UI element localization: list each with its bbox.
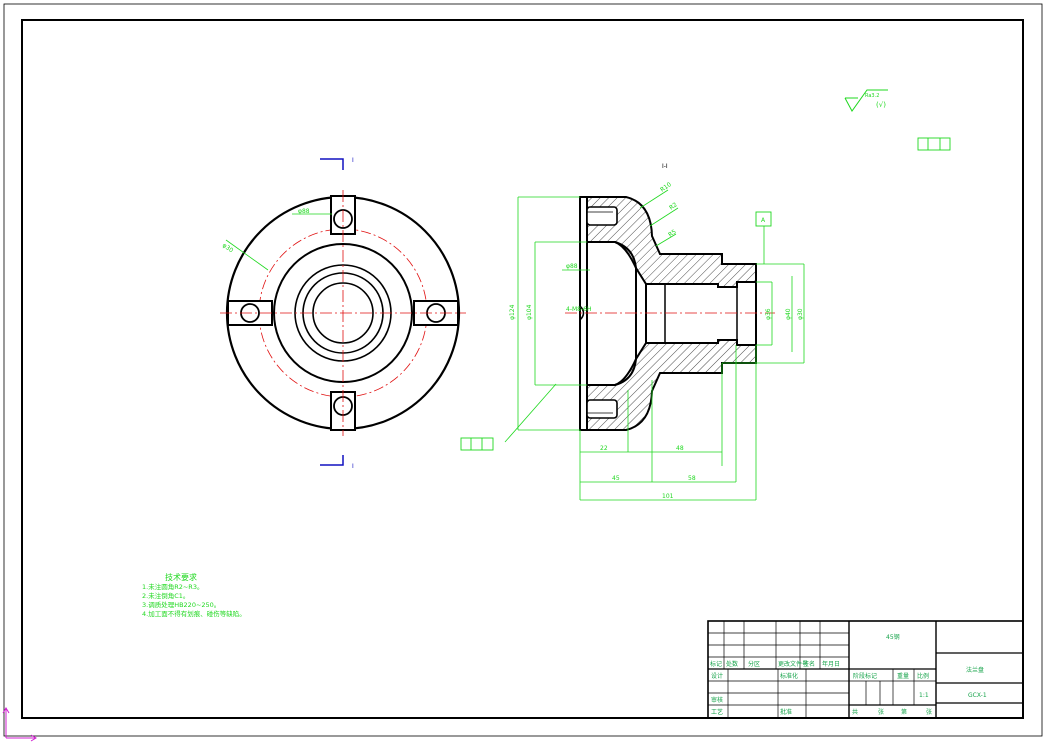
tapped-hole-lower [586,399,618,419]
tb-part-name: 法兰盘 [966,666,984,674]
radius-r10-text: R10 [659,181,673,194]
radius-r5-text: R5 [667,228,678,238]
tb-label-process: 工艺 [711,708,723,716]
front-dim-text-1: φ30 [221,242,235,254]
dim-40-text: φ40 [785,308,792,320]
tb-label-approve: 批准 [780,708,792,716]
outer-sheet-border [3,3,1043,737]
length-45-text: 45 [612,475,620,482]
section-marker-top [320,158,344,170]
inner-frame-border [21,19,1024,719]
tech-req-item-3: 3.调质处理HB220~250。 [142,600,220,609]
radius-r2-text: R2 [668,201,679,211]
front-dim-leader [225,239,269,271]
datum-label: A [761,217,766,224]
tb-label-mark: 标记 [710,660,722,668]
section-view: I-I [565,163,775,431]
tb-label-change-doc: 更改文件号 [778,660,808,668]
length-48-text: 48 [676,445,684,452]
tb-sheet-unit-1: 张 [878,708,884,716]
tb-sheet-unit-2: 张 [926,708,932,716]
tb-scale-value: 1:1 [919,692,929,699]
tech-req-title: 技术要求 [165,572,197,582]
face-notch [579,305,585,321]
radius-leader-2 [649,207,679,227]
dim-88-text: φ88 [566,263,578,270]
title-block: 标记 处数 分区 更改文件号 签名 年月日 设计 标准化 审核 工艺 批准 45… [707,620,1024,719]
tb-label-review: 审核 [711,696,723,704]
surface-finish-suffix: (√) [876,101,886,109]
surface-finish-value: Ra3.2 [865,93,879,99]
tolerance-frame-right [917,137,951,151]
tb-label-sign: 签名 [803,660,815,668]
section-upper-body [586,196,757,288]
radius-leader-1 [639,189,669,209]
dim-36-text: φ36 [765,308,772,320]
section-marker-bottom-label: I [352,463,354,470]
tech-req-item-4: 4.加工面不得有划痕、碰伤等缺陷。 [142,609,246,618]
tb-scale-label: 比例 [917,672,929,680]
tb-sheet-no: 第 [901,708,907,716]
technical-requirements: 技术要求 1.未注圆角R2~R3。 2.未注倒角C1。 3.调质处理HB220~… [142,572,246,618]
radius-leader-3 [655,233,677,247]
dim-124-text: φ124 [509,304,516,320]
tech-req-item-1: 1.未注圆角R2~R3。 [142,582,203,591]
front-view: φ30 φ88 I I [220,157,466,470]
tb-label-date: 年月日 [822,660,840,668]
front-dim-text-2: φ88 [298,208,310,215]
tb-stage-mark: 阶段标记 [853,672,877,680]
section-marker-top-label: I [352,157,354,164]
tb-label-count: 处数 [726,660,738,668]
bore-inner-circle [312,282,374,344]
tb-label-design: 设计 [711,672,723,680]
length-22-text: 22 [600,445,608,452]
length-58-text: 58 [688,475,696,482]
surface-finish-symbol: Ra3.2 (√) [844,89,888,112]
tolerance-frame-bottom [460,437,494,451]
tb-label-zone: 分区 [748,660,760,668]
tb-sheet-total: 共 [852,708,858,716]
dim-30-text: φ30 [797,308,804,320]
section-title: I-I [662,163,668,170]
tb-drawing-number: GCX-1 [968,692,987,699]
tb-weight: 重量 [897,672,909,680]
counterbore-outline [587,241,637,386]
thread-note: 4-M8-6H [566,306,591,313]
tapped-hole-upper [586,206,618,226]
dim-104-text: φ104 [526,304,533,320]
section-lower-body [586,339,757,431]
tb-label-standard: 标准化 [780,672,798,680]
section-dimensions [504,189,805,501]
datum-box [755,211,772,227]
tb-material: 45钢 [886,633,900,641]
section-marker-bottom [320,455,344,466]
tech-req-item-2: 2.未注倒角C1。 [142,591,189,600]
ucs-axis-icon [2,707,37,742]
length-101-text: 101 [662,493,674,500]
tolerance-leader [504,383,557,443]
